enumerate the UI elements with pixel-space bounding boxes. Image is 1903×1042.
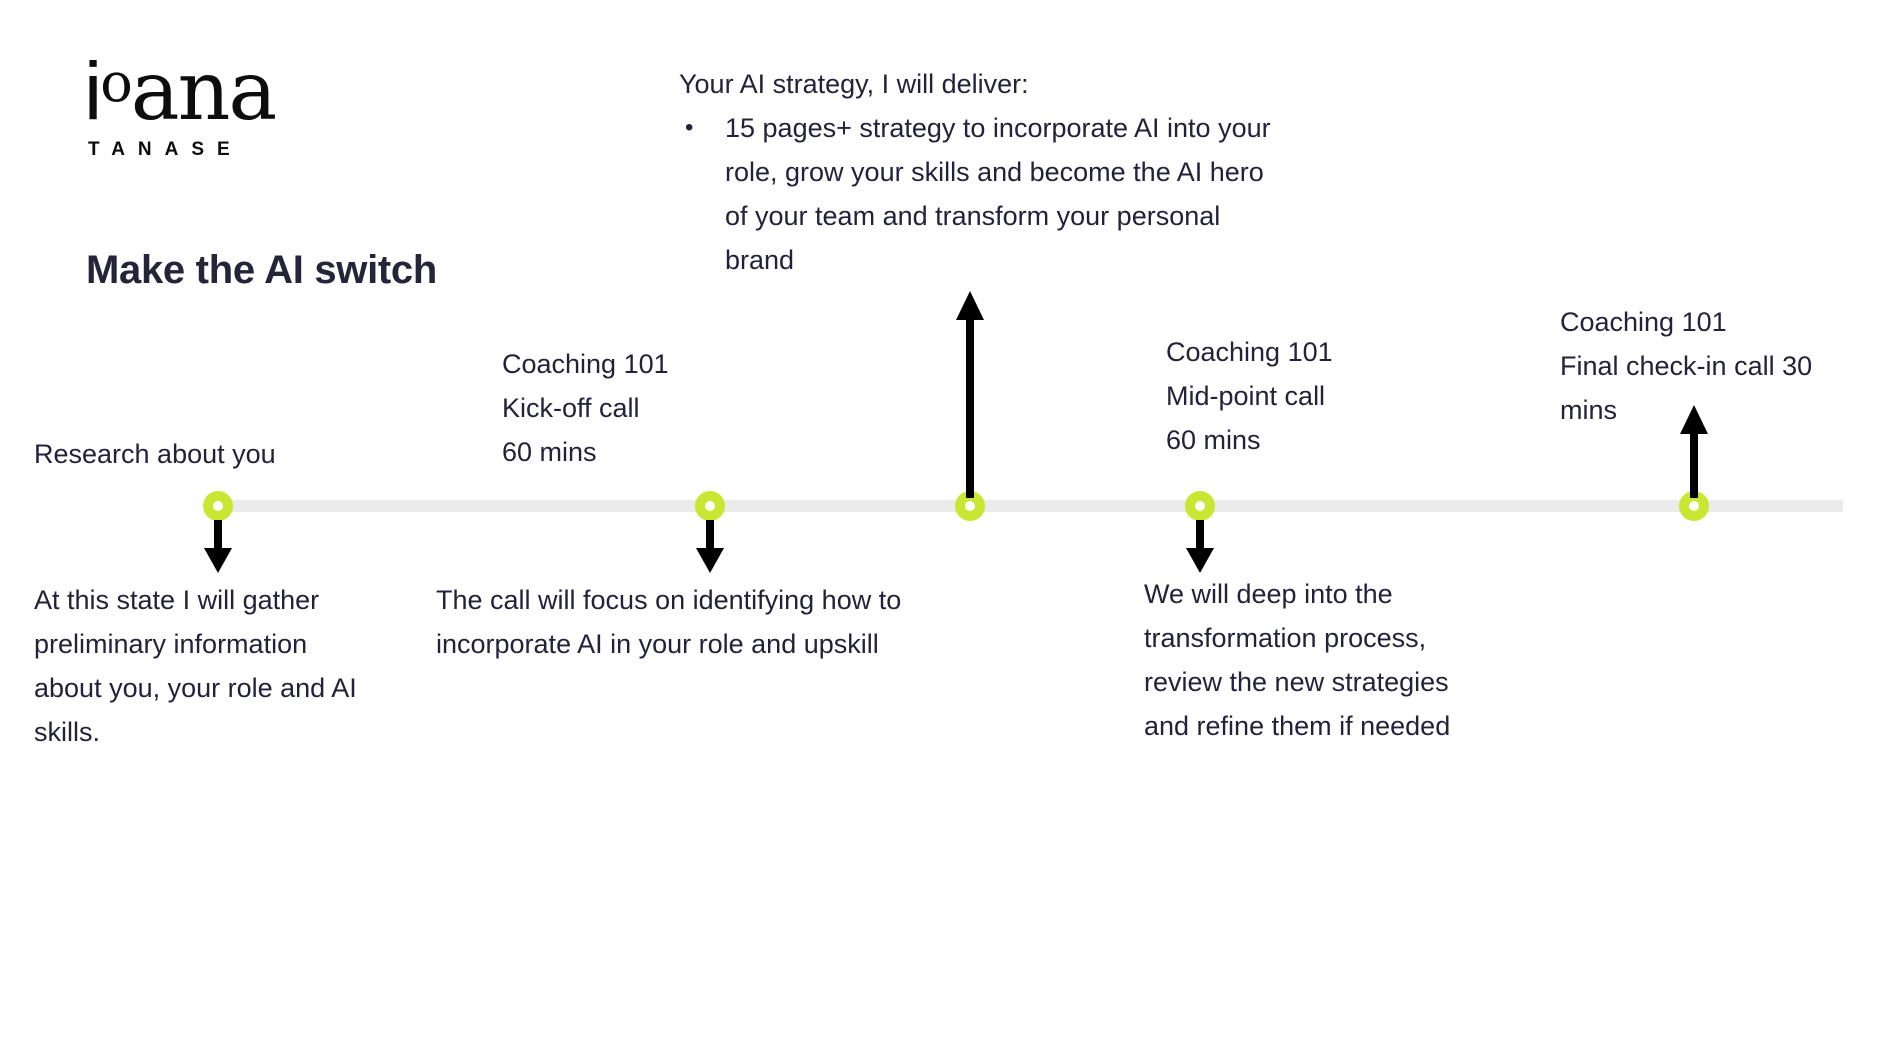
callout-heading: Your AI strategy, I will deliver: (679, 69, 1029, 99)
logo-wordmark: ioana (84, 42, 354, 133)
label-above-kick-off: Coaching 101 Kick-off call 60 mins (502, 349, 669, 467)
arrow-down-mid-point (1183, 520, 1217, 574)
logo-subtitle: TANASE (88, 139, 243, 160)
logo-letters-ana: ana (130, 44, 278, 139)
page-title: Make the AI switch (86, 248, 437, 292)
label-above-research: Research about you (34, 439, 276, 469)
callout-bullet-item: 15 pages+ strategy to incorporate AI int… (679, 106, 1279, 282)
brand-logo: ioana TANASE (84, 42, 354, 172)
logo-letter-i: i (84, 46, 102, 137)
label-above-final-check-in: Coaching 101 Final check-in call 30 mins (1560, 307, 1813, 425)
callout-bullet-list: 15 pages+ strategy to incorporate AI int… (679, 106, 1279, 282)
timeline-track (218, 500, 1843, 512)
ai-strategy-callout: Your AI strategy, I will deliver: 15 pag… (679, 62, 1279, 282)
logo-letter-o: o (100, 51, 132, 114)
label-below-research: At this state I will gather preliminary … (34, 585, 357, 747)
timeline-marker-kick-off[interactable] (695, 491, 725, 521)
label-above-mid-point: Coaching 101 Mid-point call 60 mins (1166, 337, 1333, 455)
label-below-mid-point: We will deep into the transformation pro… (1144, 579, 1451, 741)
label-below-kick-off: The call will focus on identifying how t… (436, 585, 902, 659)
arrow-down-research (201, 520, 235, 574)
arrow-down-kick-off (693, 520, 727, 574)
timeline-marker-mid-point[interactable] (1185, 491, 1215, 521)
arrow-up-final-check-in (1677, 404, 1711, 498)
arrow-up-ai-strategy (953, 290, 987, 498)
timeline-marker-research[interactable] (203, 491, 233, 521)
